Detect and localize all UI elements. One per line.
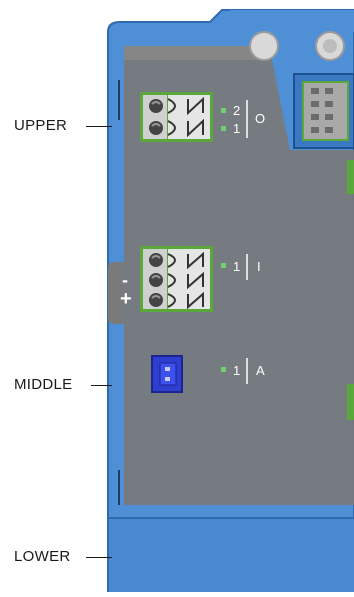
leader-upper <box>86 126 112 127</box>
led-label-output-1: 1 <box>233 121 241 136</box>
right-clip-upper <box>347 160 354 194</box>
terminal-block-upper <box>140 92 213 142</box>
callout-lower: LOWER <box>14 548 71 565</box>
right-clip-lower <box>347 384 354 420</box>
led-label-output-2: 2 <box>233 103 241 118</box>
led-label-input-1: 1 <box>233 259 241 274</box>
led-analog-1 <box>221 367 226 372</box>
led-group-letter-output: O <box>255 111 266 126</box>
leader-lower <box>86 557 112 558</box>
polarity-plus: + <box>120 288 132 310</box>
polarity-notch <box>108 262 124 324</box>
callout-upper: UPPER <box>14 117 68 134</box>
analog-connector <box>151 355 183 393</box>
led-group-letter-analog: A <box>256 363 265 378</box>
terminal-block-middle <box>140 246 213 312</box>
callout-middle: MIDDLE <box>14 376 73 393</box>
lower-section <box>109 518 354 592</box>
led-group-letter-input: I <box>257 259 261 274</box>
release-button-left <box>249 31 279 61</box>
led-label-analog-1: 1 <box>233 363 241 378</box>
led-output-1 <box>221 126 226 131</box>
top-tab <box>230 10 354 32</box>
front-panel-top <box>124 46 270 60</box>
led-output-2 <box>221 108 226 113</box>
led-input-1 <box>221 263 226 268</box>
polarity-minus: - <box>122 270 128 290</box>
leader-middle <box>91 385 112 386</box>
